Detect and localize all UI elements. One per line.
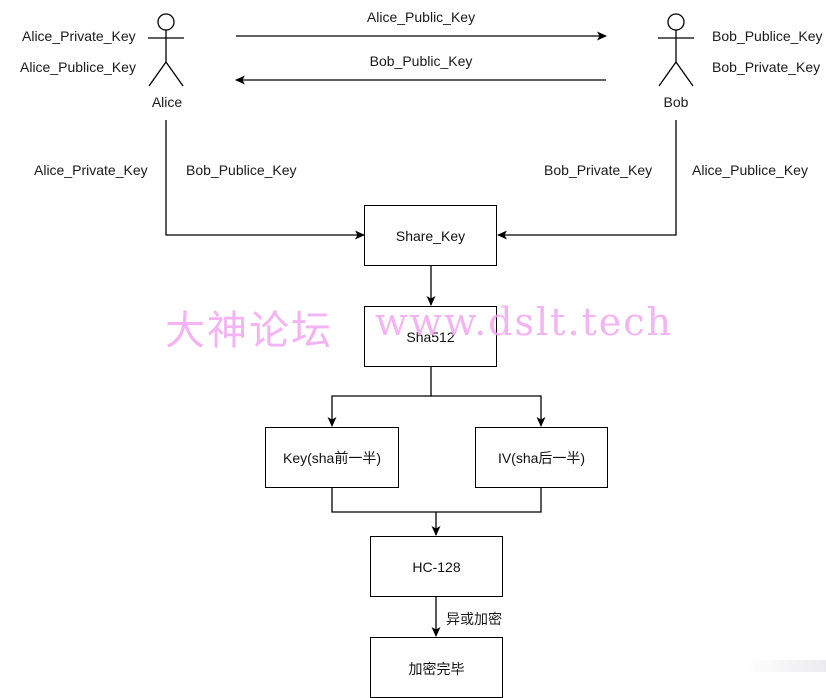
iv-box: IV(sha后一半): [475, 427, 608, 488]
alice-private-key-label: Alice_Private_Key: [22, 28, 136, 44]
bob-actor-icon: [658, 13, 694, 87]
iv-label: IV(sha后一半): [497, 449, 586, 466]
bob-name: Bob: [663, 94, 689, 110]
bob-private-key-label: Bob_Private_Key: [712, 59, 821, 75]
exchange-to-alice-label: Bob_Public_Key: [369, 53, 473, 69]
alice-public-key-label: Alice_Publice_Key: [20, 59, 136, 75]
sha512-label: Sha512: [406, 328, 455, 345]
xor-encrypt-label: 异或加密: [446, 611, 502, 627]
input-alice-public-label: Alice_Publice_Key: [692, 162, 808, 178]
connector-alice-to-sharekey: [165, 120, 365, 240]
connector-bob-to-sharekey: [497, 120, 677, 240]
key-label: Key(sha前一半): [282, 449, 382, 466]
corner-fade: [746, 660, 826, 672]
connector-key-iv-merge: [331, 488, 542, 513]
hc128-box: HC-128: [370, 536, 503, 597]
input-bob-private-label: Bob_Private_Key: [544, 162, 653, 178]
exchange-to-bob-label: Alice_Public_Key: [366, 9, 476, 25]
share-key-box: Share_Key: [364, 205, 497, 266]
hc128-label: HC-128: [412, 558, 461, 575]
input-bob-public-label: Bob_Publice_Key: [186, 162, 297, 178]
done-label: 加密完毕: [408, 661, 465, 677]
diagram-canvas: [148, 13, 694, 637]
connector-sha512-to-key: [327, 367, 432, 427]
alice-name: Alice: [151, 94, 183, 110]
key-box: Key(sha前一半): [265, 427, 399, 488]
input-alice-private-label: Alice_Private_Key: [34, 162, 148, 178]
alice-actor-icon: [148, 13, 184, 87]
bob-public-key-label: Bob_Publice_Key: [712, 28, 823, 44]
connector-sha512-to-iv: [431, 395, 546, 427]
share-key-label: Share_Key: [395, 227, 466, 244]
done-box: 加密完毕: [370, 637, 503, 698]
sha512-box: Sha512: [364, 306, 497, 367]
